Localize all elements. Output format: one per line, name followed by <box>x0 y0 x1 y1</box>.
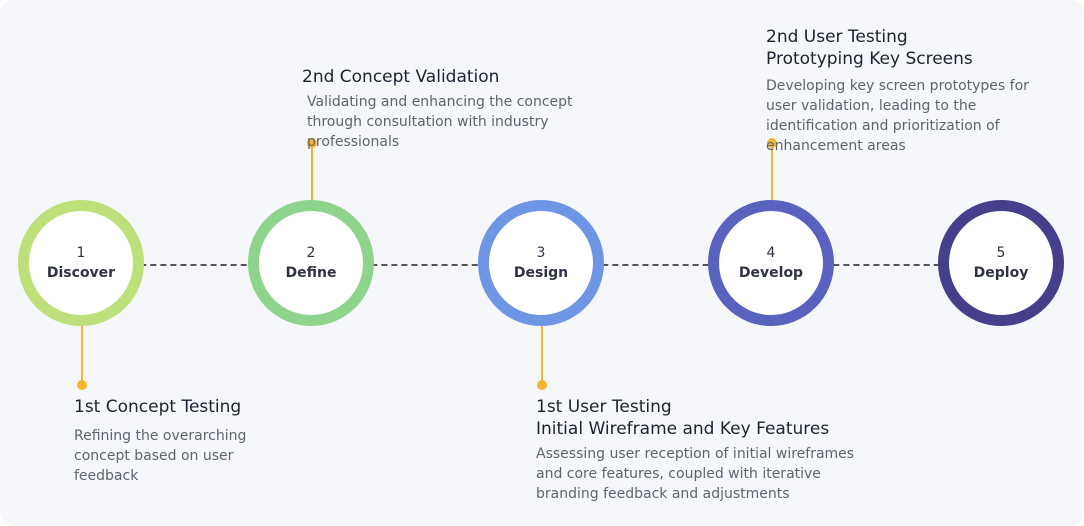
connector-user-testing-2 <box>771 146 773 200</box>
milestone-description: Validating and enhancing the concept thr… <box>307 94 573 150</box>
stage-discover: 1 Discover <box>18 200 144 326</box>
milestone-title: 2nd Concept Validation <box>302 67 500 87</box>
stage-develop: 4 Develop <box>708 200 834 326</box>
stage-name: Define <box>285 265 337 281</box>
connector-dot <box>307 138 317 148</box>
stage-name: Deploy <box>973 265 1029 281</box>
milestone-user-testing-1: 1st User Testing Initial Wireframe and K… <box>536 396 876 504</box>
stage-define: 2 Define <box>248 200 374 326</box>
milestone-description: Refining the overarching concept based o… <box>74 428 247 484</box>
milestone-user-testing-2: 2nd User Testing Prototyping Key Screens… <box>766 26 1066 156</box>
milestone-title: 1st Concept Testing <box>74 397 242 417</box>
milestone-title: 1st User Testing <box>536 397 672 417</box>
connector-dot <box>767 138 777 148</box>
stage-name: Design <box>513 265 569 281</box>
connector-dot <box>537 380 547 390</box>
stage-number: 2 <box>306 245 316 261</box>
stage-deploy: 5 Deploy <box>938 200 1064 326</box>
milestone-description: Developing key screen prototypes for use… <box>766 78 1029 154</box>
milestone-title: Prototyping Key Screens <box>766 49 973 69</box>
connector-concept-validation-2 <box>311 146 313 200</box>
milestone-title: 2nd User Testing <box>766 27 908 47</box>
connector-user-testing-1 <box>541 326 543 384</box>
stage-number: 5 <box>996 245 1006 261</box>
stage-design: 3 Design <box>478 200 604 326</box>
stage-number: 1 <box>76 245 86 261</box>
milestone-title: Initial Wireframe and Key Features <box>536 419 830 439</box>
milestone-concept-validation-2: 2nd Concept Validation Validating and en… <box>302 66 622 152</box>
connector-dot <box>77 380 87 390</box>
stage-name: Develop <box>738 265 804 281</box>
milestone-description: Assessing user reception of initial wire… <box>536 446 855 502</box>
stage-number: 4 <box>766 245 776 261</box>
milestone-concept-testing-1: 1st Concept Testing Refining the overarc… <box>74 396 334 486</box>
connector-concept-testing-1 <box>81 326 83 384</box>
stage-number: 3 <box>536 245 546 261</box>
stage-name: Discover <box>46 265 116 281</box>
